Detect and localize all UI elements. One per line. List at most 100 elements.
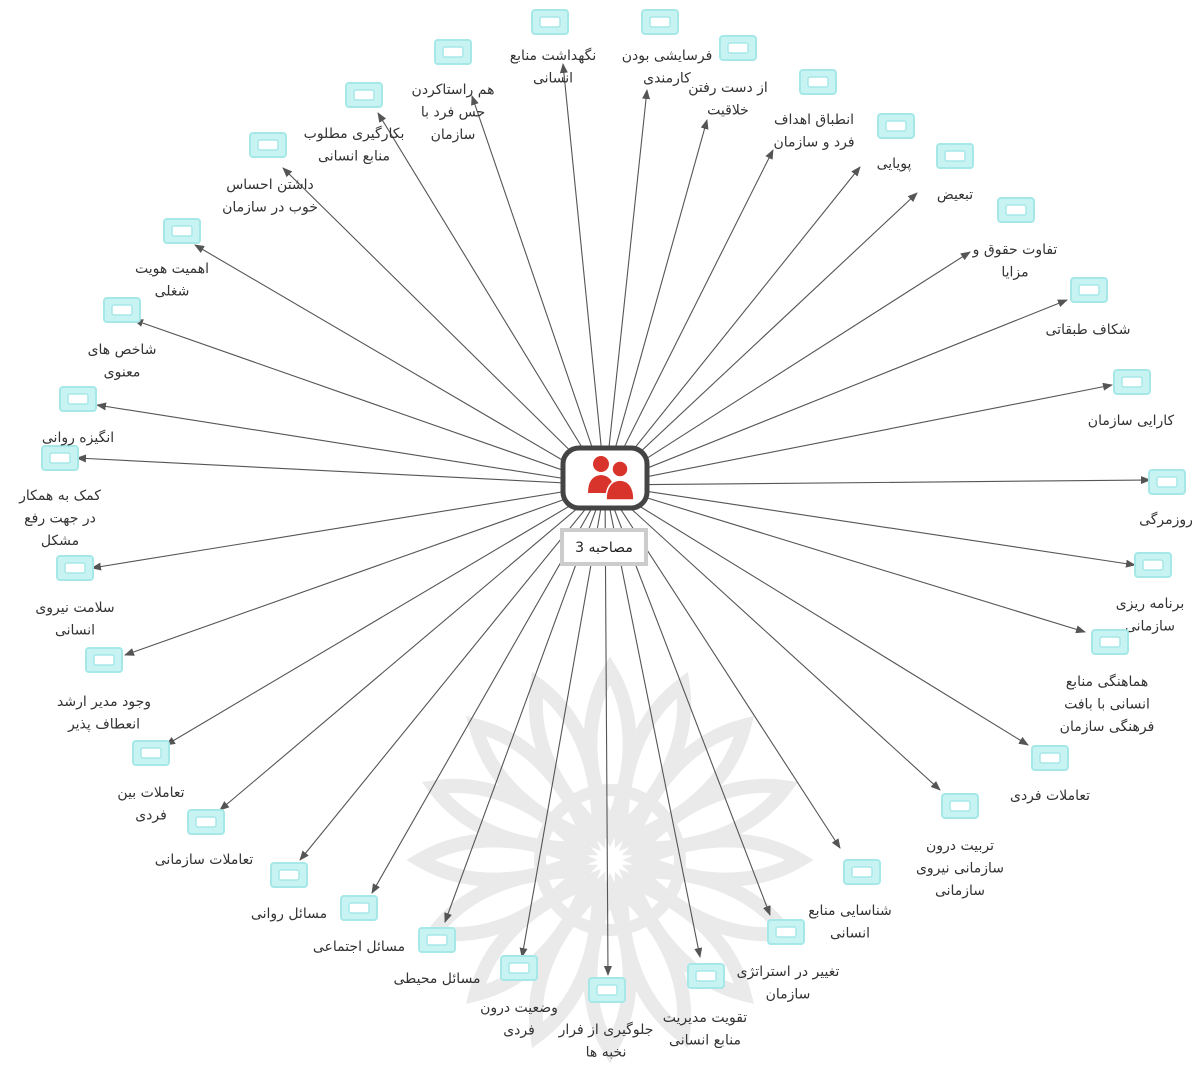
code-label-line: تعاملات سازمانی <box>155 852 254 868</box>
code-node-n02[interactable]: از دست رفتن خلاقیت <box>688 35 768 118</box>
edge-n07 <box>604 299 1068 486</box>
center-node[interactable]: مصاحبه 3 <box>560 445 650 566</box>
code-icon <box>799 69 837 95</box>
code-node-n28[interactable]: شاخص های معنوی <box>88 297 157 380</box>
code-label-line: تفاوت حقوق و <box>972 242 1058 258</box>
code-node-n12[interactable]: تعاملات فردی <box>1010 745 1090 804</box>
code-node-n21[interactable]: مسائل روانی <box>251 862 327 922</box>
code-label-line: فردی <box>135 807 167 823</box>
center-label-box <box>560 528 648 566</box>
code-icon <box>843 859 881 885</box>
code-label: تعاملات سازمانی <box>155 852 254 868</box>
code-label: انگیزه روانی <box>42 429 114 446</box>
code-icon <box>59 386 97 412</box>
code-label-line: از دست رفتن <box>688 80 768 96</box>
code-icon <box>1134 552 1172 578</box>
code-label-line: تربیت درون <box>926 838 994 854</box>
code-icon <box>936 143 974 169</box>
code-node-n27[interactable]: انگیزه روانی <box>42 386 114 446</box>
code-node-n08[interactable]: کارایی سازمان <box>1088 369 1175 429</box>
edge-n06 <box>604 251 971 486</box>
code-icon <box>941 793 979 819</box>
code-node-n04[interactable]: پویایی <box>877 113 915 172</box>
code-label: شاخص های معنوی <box>88 342 157 380</box>
code-label-line: معنوی <box>104 364 141 380</box>
code-label: تعاملات فردی <box>1010 788 1090 804</box>
code-icon <box>249 132 287 158</box>
code-label-line: مشکل <box>41 533 79 549</box>
code-label-line: شغلی <box>155 283 190 299</box>
edge-n30 <box>282 167 606 486</box>
code-label-line: مزایا <box>1001 264 1028 280</box>
code-label-line: کارمندی <box>643 70 691 86</box>
edge-n17 <box>603 484 612 976</box>
edge-n33 <box>559 63 606 486</box>
edge-n27 <box>96 402 606 486</box>
code-label-line: سازمانی <box>1125 618 1175 634</box>
code-icon <box>418 927 456 953</box>
code-node-n19[interactable]: مسائل محیطی <box>393 927 481 987</box>
code-label-line: کمک به همکار <box>18 488 101 504</box>
code-label-line: شاخص های <box>88 342 157 358</box>
code-icon <box>877 113 915 139</box>
code-label: تبعیض <box>937 187 973 203</box>
code-label-line: انعطاف پذیر <box>67 716 140 732</box>
code-label-line: مسائل روانی <box>251 906 327 922</box>
code-label-line: برنامه ریزی <box>1116 596 1185 612</box>
code-icon <box>719 35 757 61</box>
code-label-line: تعاملات فردی <box>1010 788 1090 804</box>
code-node-n22[interactable]: تعاملات سازمانی <box>155 809 254 868</box>
code-label-line: شکاف طبقاتی <box>1046 322 1131 338</box>
code-icon <box>187 809 225 835</box>
code-node-n07[interactable]: شکاف طبقاتی <box>1046 277 1131 338</box>
code-icon <box>163 218 201 244</box>
code-label-line: انطباق اهداف <box>774 112 854 128</box>
code-icon <box>641 9 679 35</box>
code-icon <box>1070 277 1108 303</box>
code-label: روزمرگی <box>1139 511 1193 528</box>
code-label-line: انسانی با بافت <box>1064 696 1150 712</box>
code-label-line: تبعیض <box>937 187 973 203</box>
code-node-n05[interactable]: تبعیض <box>936 143 974 203</box>
code-label-line: خلاقیت <box>707 102 749 118</box>
code-label-line: تغییر در استراتژی <box>737 964 840 980</box>
code-label-line: سازمان <box>431 127 476 143</box>
code-label: کارایی سازمان <box>1088 413 1175 429</box>
code-label-line: روزمرگی <box>1139 511 1193 528</box>
code-node-n06[interactable]: تفاوت حقوق و مزایا <box>972 197 1058 280</box>
code-icon <box>41 445 79 471</box>
code-label-line: انسانی <box>533 70 573 86</box>
code-node-n09[interactable]: روزمرگی <box>1139 469 1193 528</box>
code-icon <box>1031 745 1069 771</box>
edge-n03 <box>604 149 774 486</box>
code-icon <box>1091 629 1129 655</box>
code-node-n20[interactable]: مسائل اجتماعی <box>313 895 405 955</box>
code-node-n10[interactable]: برنامه ریزی سازمانی <box>1116 552 1185 634</box>
